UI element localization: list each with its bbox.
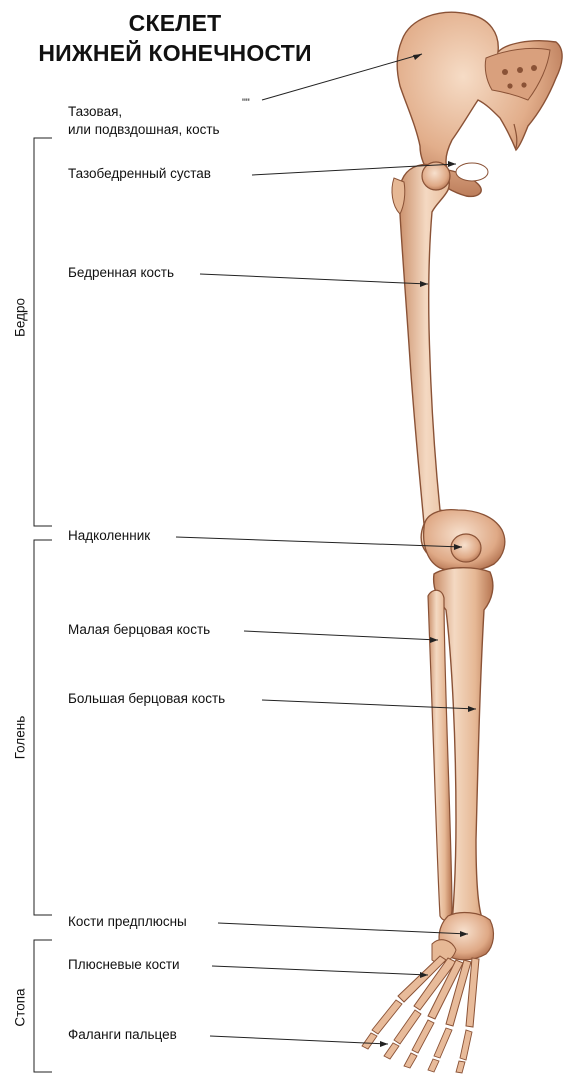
label-pelvis-line-1: Тазовая, [68, 103, 220, 121]
group-label-shin: Голень [13, 716, 28, 760]
group-label-foot: Стопа [13, 988, 28, 1028]
label-fibula: Малая берцовая кость [68, 621, 210, 639]
leader-patella [176, 537, 462, 547]
knee-joint [424, 510, 505, 572]
label-pelvis-line-2: или подвздошная, кость [68, 121, 220, 139]
leader-metatarsals [212, 966, 428, 975]
label-femur: Бедренная кость [68, 264, 174, 282]
label-hip-joint: Тазобедренный сустав [68, 165, 211, 183]
label-phalanges: Фаланги пальцев [68, 1026, 177, 1044]
femur-bone [392, 162, 478, 562]
leader-tarsals [218, 923, 468, 934]
bracket-foot [34, 940, 52, 1072]
group-label-thigh: Бедро [13, 298, 28, 338]
label-tibia: Большая берцовая кость [68, 690, 225, 708]
bracket-shin [34, 540, 52, 915]
bracket-thigh [34, 138, 52, 526]
label-metatarsals: Плюсневые кости [68, 956, 180, 974]
leader-femur [200, 274, 428, 284]
label-tarsals: Кости предплюсны [68, 913, 187, 931]
label-pelvis: Тазовая, или подвздошная, кость [68, 103, 220, 139]
leader-fibula [244, 631, 438, 640]
label-pelvis-mark: "" [242, 97, 250, 109]
group-brackets [34, 138, 52, 1072]
leader-phalanges [210, 1036, 388, 1044]
foot-bones [362, 913, 493, 1073]
label-patella: Надколенник [68, 527, 150, 545]
